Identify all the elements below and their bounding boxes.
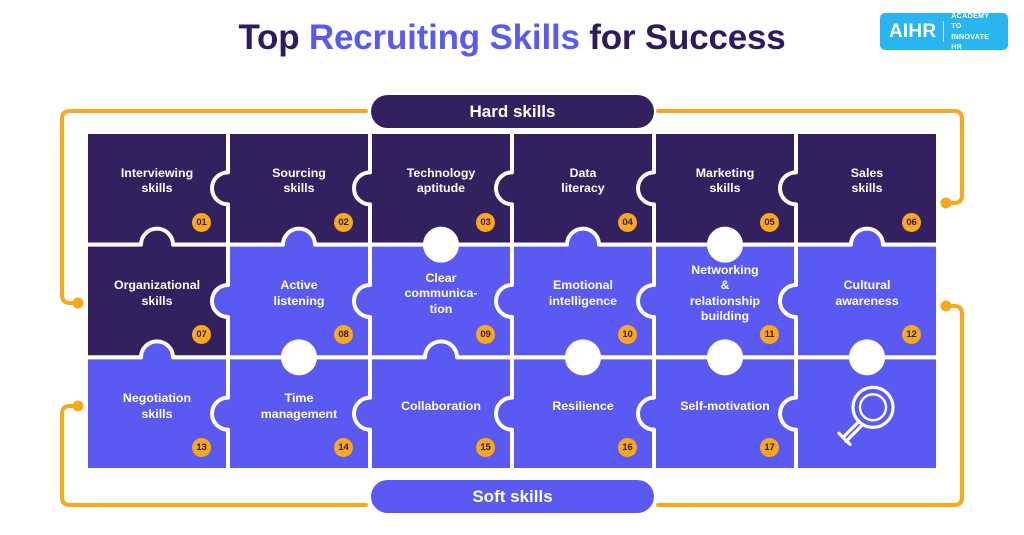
aihr-logo: AIHR ACADEMY TO INNOVATE HR bbox=[880, 11, 1008, 53]
puzzle-piece-number-badge: 05 bbox=[760, 212, 779, 232]
bracket-dot-top-right bbox=[940, 197, 952, 209]
page-title: Top Recruiting Skills for Success bbox=[0, 18, 1024, 58]
bracket-dot-bottom-left bbox=[72, 400, 84, 412]
title-accent: Recruiting Skills bbox=[308, 18, 580, 57]
puzzle-piece-number-badge: 17 bbox=[760, 438, 779, 457]
puzzle-piece-number-badge: 08 bbox=[334, 325, 353, 345]
puzzle-piece-number-badge: 01 bbox=[192, 212, 211, 232]
puzzle-piece-number-badge: 10 bbox=[618, 325, 637, 345]
hard-skills-pill: Hard skills bbox=[371, 95, 654, 128]
logo-tagline-line-1: ACADEMY TO bbox=[951, 10, 990, 31]
bracket-bottom-left bbox=[60, 404, 368, 507]
bracket-top-right bbox=[656, 109, 964, 205]
title-part-2: for Success bbox=[579, 18, 786, 57]
logo-tagline: ACADEMY TO INNOVATE HR bbox=[951, 11, 999, 53]
bracket-top-left bbox=[60, 109, 368, 305]
puzzle-piece-number-badge: 11 bbox=[760, 325, 779, 345]
logo-tagline-line-2: INNOVATE HR bbox=[951, 31, 990, 51]
puzzle-piece-number-badge: 02 bbox=[334, 212, 353, 232]
title-part-1: Top bbox=[238, 18, 309, 57]
bracket-dot-bottom-right bbox=[940, 300, 952, 312]
puzzle-piece-number-badge: 04 bbox=[618, 212, 637, 232]
puzzle-piece-number-badge: 06 bbox=[902, 212, 921, 232]
puzzle-piece-number-badge: 03 bbox=[476, 212, 495, 232]
puzzle-piece-number-badge: 12 bbox=[902, 325, 921, 345]
puzzle-piece-number-badge: 09 bbox=[476, 325, 495, 345]
puzzle-piece bbox=[778, 226, 938, 360]
logo-wordmark: AIHR bbox=[889, 21, 937, 42]
puzzle-piece-number-badge: 14 bbox=[334, 438, 353, 457]
bracket-bottom-right bbox=[656, 304, 964, 507]
logo-divider bbox=[943, 21, 945, 42]
puzzle-piece-number-badge: 16 bbox=[618, 438, 637, 457]
puzzle-pieces bbox=[86, 132, 938, 470]
soft-skills-pill: Soft skills bbox=[371, 480, 654, 513]
puzzle-piece bbox=[778, 355, 938, 470]
magnifier-icon bbox=[837, 385, 895, 446]
puzzle-piece-number-badge: 15 bbox=[476, 438, 495, 457]
bracket-dot-top-left bbox=[72, 297, 84, 309]
puzzle-piece-number-badge: 13 bbox=[192, 438, 211, 457]
puzzle-piece-number-badge: 07 bbox=[192, 325, 211, 345]
